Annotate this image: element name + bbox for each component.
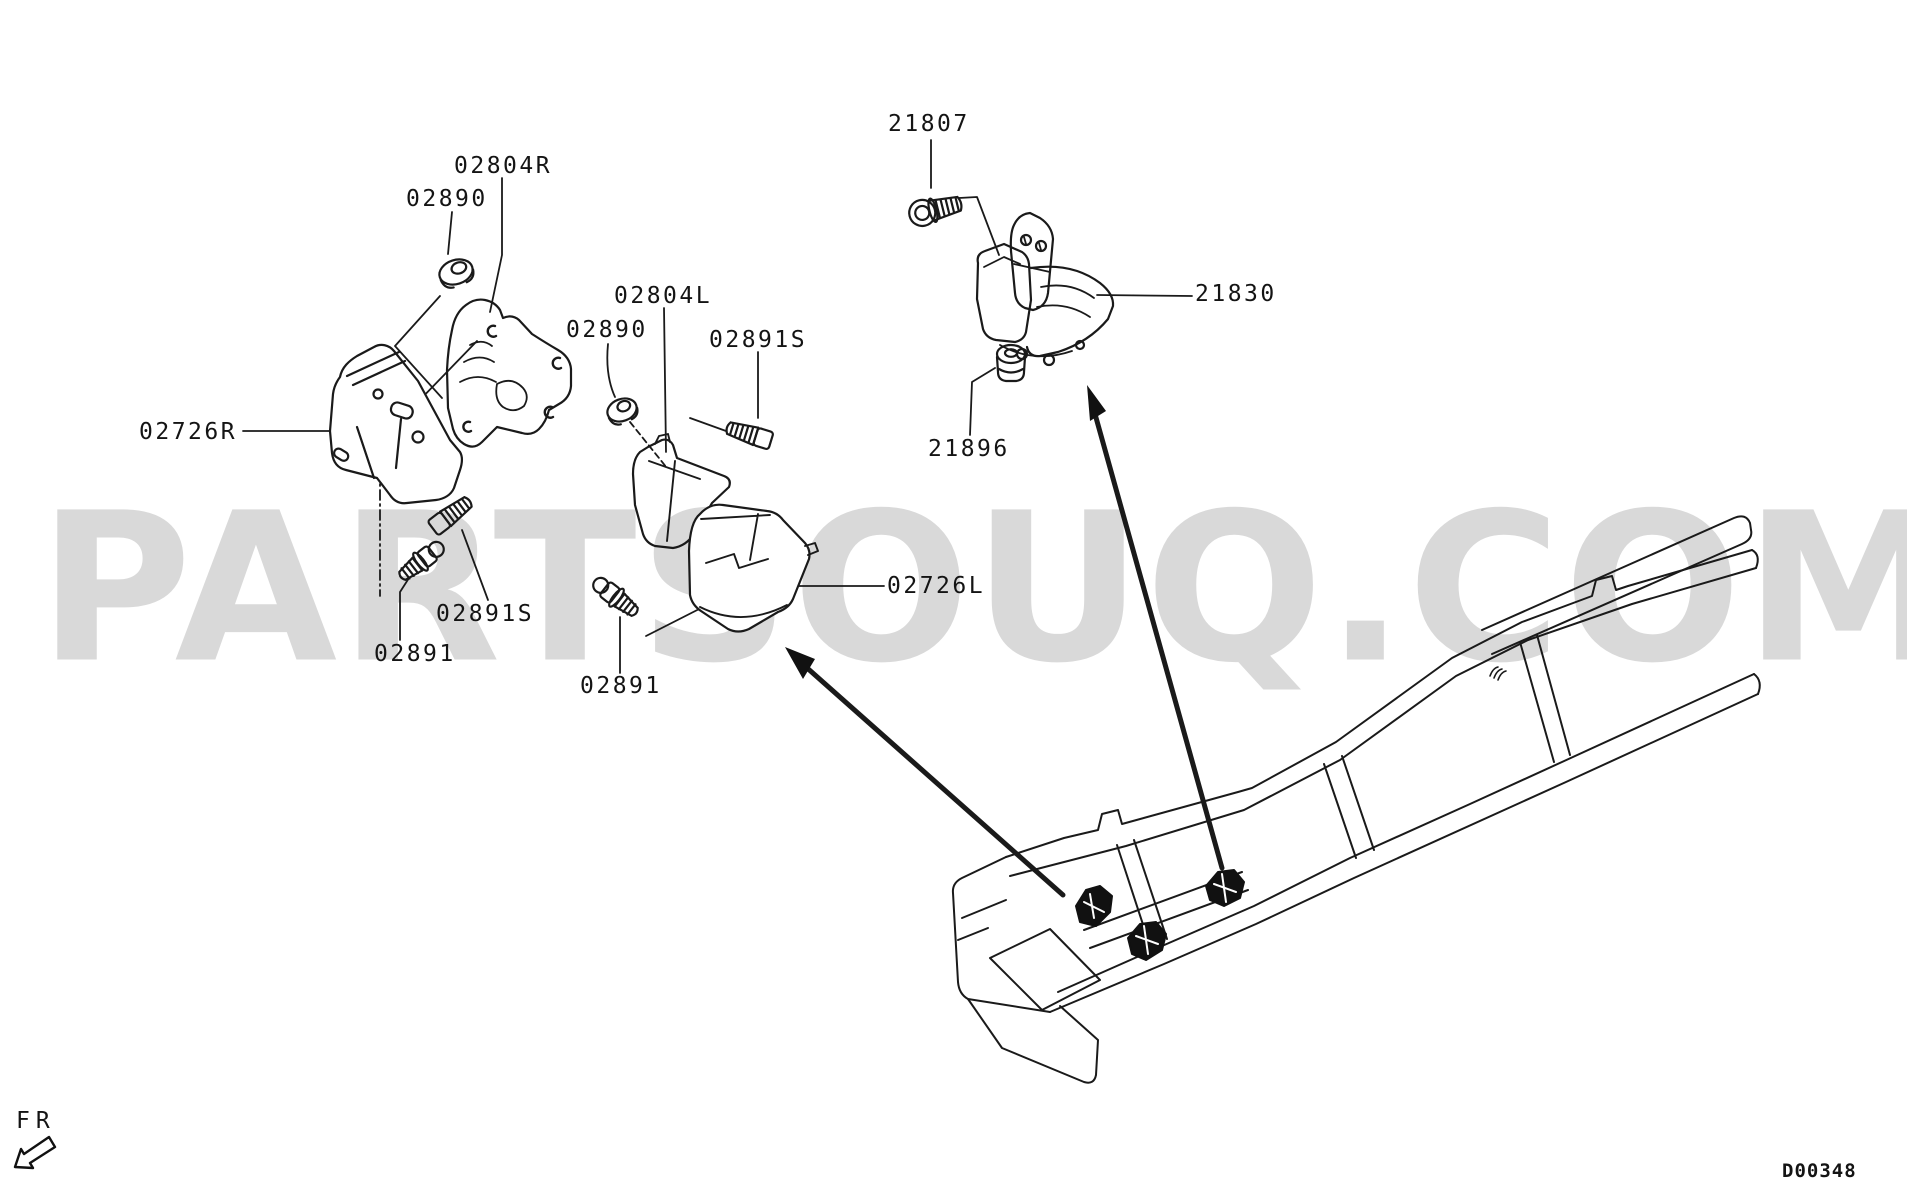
pointer-arrow-left: [785, 647, 1066, 898]
engine-mount-insulator-right-02726R: [328, 343, 463, 505]
chassis-frame: [951, 515, 1761, 1084]
part-label-21807[interactable]: 21807: [888, 111, 970, 137]
nut-02890-left: [606, 397, 639, 426]
engine-mount-left-bracket-02804L: [631, 433, 731, 550]
bolt-21807: [908, 195, 963, 228]
engine-mount-right-bracket-02804R: [445, 298, 573, 448]
part-label-02891S-left[interactable]: 02891S: [709, 327, 808, 353]
part-label-02726R[interactable]: 02726R: [139, 419, 238, 445]
pointer-arrow-right: [1087, 385, 1225, 871]
part-label-21830[interactable]: 21830: [1195, 281, 1277, 307]
part-label-02726L[interactable]: 02726L: [887, 573, 986, 599]
part-label-02891S-right[interactable]: 02891S: [436, 601, 535, 627]
part-label-02891-left[interactable]: 02891: [580, 673, 662, 699]
part-label-02804L[interactable]: 02804L: [614, 283, 713, 309]
watermark: PARTSOUQ.COM: [38, 468, 1907, 709]
front-direction-arrow: [13, 1135, 57, 1170]
part-label-02891-right[interactable]: 02891: [374, 641, 456, 667]
part-label-02890-right[interactable]: 02890: [406, 186, 488, 212]
diagram-code: D00348: [1782, 1160, 1857, 1182]
part-label-02804R[interactable]: 02804R: [454, 153, 553, 179]
bolt-02891S-left: [725, 421, 774, 450]
front-direction-label: FR: [16, 1108, 56, 1134]
engine-mount-insulator-left-02726L: [687, 503, 819, 633]
bolt-02891-left: [592, 576, 639, 617]
bolt-02891-right: [398, 540, 445, 581]
bolt-02891S-right: [427, 496, 473, 536]
nut-02890-right: [438, 258, 475, 289]
nut-21896: [995, 343, 1027, 383]
rear-mount-21830: [975, 211, 1115, 367]
part-label-02890-left[interactable]: 02890: [566, 317, 648, 343]
part-label-21896[interactable]: 21896: [928, 436, 1010, 462]
